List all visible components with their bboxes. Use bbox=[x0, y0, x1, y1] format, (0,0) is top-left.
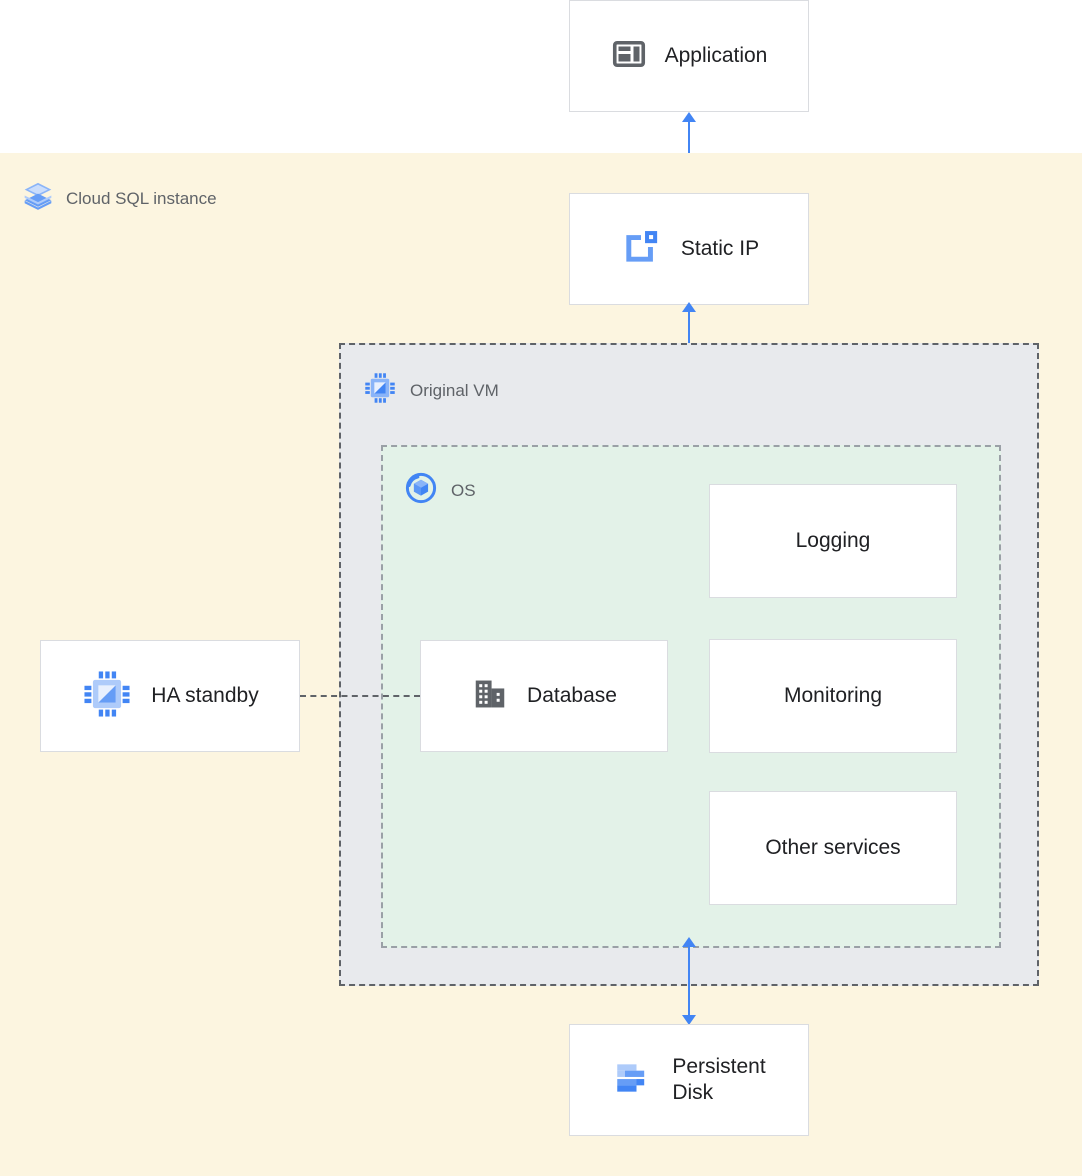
node-database[interactable]: Database bbox=[420, 640, 668, 752]
arrow-head-up-icon bbox=[682, 937, 696, 947]
arrow-head-down-icon bbox=[682, 1015, 696, 1025]
node-static-ip-content: Static IP bbox=[619, 225, 759, 274]
node-application-label: Application bbox=[664, 43, 768, 67]
cloud-sql-layers-icon bbox=[22, 180, 54, 217]
static-ip-square-icon bbox=[619, 225, 663, 274]
cpu-chip-icon bbox=[81, 668, 133, 725]
arrow-head-up-icon bbox=[682, 302, 696, 312]
node-ha-standby-label: HA standby bbox=[151, 683, 259, 707]
node-logging[interactable]: Logging bbox=[709, 484, 957, 598]
node-application[interactable]: Application bbox=[569, 0, 809, 112]
node-ha-standby-content: HA standby bbox=[81, 668, 259, 725]
connector-os-persistent-disk bbox=[682, 937, 696, 1025]
node-other-services[interactable]: Other services bbox=[709, 791, 957, 905]
node-monitoring[interactable]: Monitoring bbox=[709, 639, 957, 753]
node-static-ip-label: Static IP bbox=[680, 236, 760, 260]
node-other-services-label: Other services bbox=[765, 835, 901, 859]
node-persistent-disk[interactable]: Persistent Disk bbox=[569, 1024, 809, 1136]
cloud-sql-instance-header: Cloud SQL instance bbox=[22, 180, 217, 217]
connector-ha-standby-vm bbox=[300, 695, 420, 697]
node-ha-standby[interactable]: HA standby bbox=[40, 640, 300, 752]
node-monitoring-label: Monitoring bbox=[783, 683, 883, 707]
persistent-disk-steps-icon bbox=[612, 1057, 654, 1104]
original-vm-label: Original VM bbox=[410, 380, 499, 400]
os-label: OS bbox=[451, 480, 476, 500]
original-vm-header: Original VM bbox=[363, 371, 499, 410]
node-logging-label: Logging bbox=[795, 528, 871, 552]
arrow-head-up-icon bbox=[682, 112, 696, 122]
application-window-icon bbox=[611, 36, 647, 77]
os-header: OS bbox=[404, 471, 476, 510]
node-database-label: Database bbox=[527, 683, 617, 707]
node-static-ip[interactable]: Static IP bbox=[569, 193, 809, 305]
node-database-content: Database bbox=[471, 675, 617, 718]
node-persistent-disk-label: Persistent Disk bbox=[672, 1054, 766, 1104]
os-cube-circle-icon bbox=[404, 471, 438, 510]
cloud-sql-instance-label: Cloud SQL instance bbox=[66, 188, 217, 208]
database-building-icon bbox=[471, 675, 509, 718]
node-persistent-disk-content: Persistent Disk bbox=[612, 1054, 766, 1107]
node-application-content: Application bbox=[611, 36, 768, 77]
cpu-chip-icon bbox=[363, 371, 397, 410]
